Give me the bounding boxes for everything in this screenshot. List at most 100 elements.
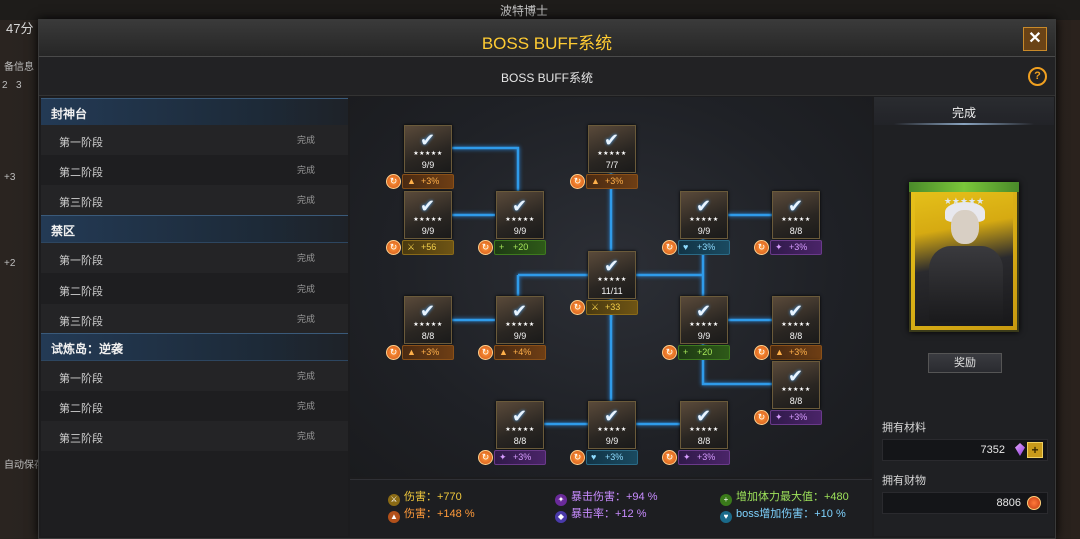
buff-badge: ++20 [494,240,546,255]
buff-badge: ▲+4% [494,345,546,360]
checkmark-icon: ✔ [788,196,804,216]
stat-label: 暴击率：+12 % [571,508,647,520]
refresh-icon[interactable]: ↻ [662,345,677,360]
fire-icon: ▲ [388,511,400,523]
buff-badge: ▲+3% [770,345,822,360]
node-stars: ★★★★★ [597,277,627,283]
buff-value: +3% [421,347,440,357]
stage-item[interactable]: 第二阶段完成 [41,391,348,421]
coin-icon [1027,496,1041,510]
checkmark-icon: ✔ [512,406,528,426]
node-stars: ★★★★★ [413,151,443,157]
refresh-icon[interactable]: ↻ [570,300,585,315]
stage-item[interactable]: 第二阶段完成 [41,155,348,185]
refresh-icon[interactable]: ↻ [570,450,585,465]
buff-type-icon: ▲ [499,347,508,357]
background-top-strip [0,0,1080,20]
node-stars: ★★★★★ [781,322,811,328]
refresh-icon[interactable]: ↻ [754,240,769,255]
wealth-field: 8806 [882,492,1048,514]
background-label: 2 [2,80,8,91]
background-label: +3 [4,172,16,183]
buff-node[interactable]: ✔★★★★★11/11 [588,251,636,299]
node-count: 8/8 [789,396,803,406]
node-count: 9/9 [421,160,435,170]
buff-value: +3% [605,452,624,462]
refresh-icon[interactable]: ↻ [386,240,401,255]
buff-node[interactable]: ✔★★★★★ 9/9 [404,125,452,173]
buff-node[interactable]: ✔★★★★★9/9 [680,191,728,239]
checkmark-icon: ✔ [788,366,804,386]
checkmark-icon: ✔ [420,130,436,150]
buff-node[interactable]: ✔★★★★★8/8 [404,296,452,344]
refresh-icon[interactable]: ↻ [662,240,677,255]
refresh-icon[interactable]: ↻ [386,174,401,189]
buff-node[interactable]: ✔★★★★★8/8 [772,296,820,344]
section-title: 封神台 [51,107,88,121]
background-label: 备信息 [4,62,34,73]
buff-node[interactable]: ✔★★★★★8/8 [496,401,544,449]
node-count: 7/7 [605,160,619,170]
stage-label: 第三阶段 [59,316,103,328]
buff-value: +3% [421,176,440,186]
buff-node[interactable]: ✔★★★★★9/9 [496,296,544,344]
help-icon[interactable]: ? [1028,67,1047,86]
buff-node[interactable]: ✔★★★★★7/7 [588,125,636,173]
buff-badge: ⚔+33 [586,300,638,315]
buff-node[interactable]: ✔★★★★★8/8 [772,191,820,239]
stage-label: 第三阶段 [59,197,103,209]
refresh-icon[interactable]: ↻ [570,174,585,189]
stage-item[interactable]: 第二阶段完成 [41,274,348,304]
stage-label: 第一阶段 [59,373,103,385]
stage-item[interactable]: 第一阶段完成 [41,361,348,391]
buff-type-icon: ✦ [775,412,783,422]
background-label: 自动保存 [4,460,44,471]
section-header[interactable]: 禁区 [41,215,348,243]
checkmark-icon: ✔ [696,196,712,216]
node-count: 9/9 [605,436,619,446]
add-materials-button[interactable]: + [1027,442,1043,458]
section-title: 禁区 [51,224,76,238]
buff-node[interactable]: ✔★★★★★8/8 [680,401,728,449]
node-stars: ★★★★★ [597,151,627,157]
buff-type-icon: ⚔ [591,302,600,312]
reward-button[interactable]: 奖励 [928,353,1002,373]
node-count: 9/9 [513,331,527,341]
stage-label: 第二阶段 [59,286,103,298]
background-label: +2 [4,258,16,269]
buff-node[interactable]: ✔★★★★★8/8 [772,361,820,409]
refresh-icon[interactable]: ↻ [754,345,769,360]
stat-damage: ⚔伤害：+770 [388,488,462,506]
stage-item[interactable]: 第三阶段完成 [41,185,348,215]
stage-item[interactable]: 第一阶段完成 [41,125,348,155]
refresh-icon[interactable]: ↻ [478,345,493,360]
stage-item[interactable]: 第一阶段完成 [41,243,348,273]
refresh-icon[interactable]: ↻ [386,345,401,360]
stage-item[interactable]: 第三阶段完成 [41,304,348,334]
refresh-icon[interactable]: ↻ [478,450,493,465]
section-header[interactable]: 封神台 [41,98,348,126]
buff-badge: ++20 [678,345,730,360]
stage-item[interactable]: 第三阶段完成 [41,421,348,451]
reward-character-card[interactable]: ★★★★★ [909,182,1019,332]
damage-icon: ⚔ [388,494,400,506]
refresh-icon[interactable]: ↻ [478,240,493,255]
refresh-icon[interactable]: ↻ [754,410,769,425]
buff-badge: ▲+3% [402,174,454,189]
completion-title: 完成 [951,106,976,120]
section-header[interactable]: 试炼岛：逆袭 [41,333,348,361]
buff-node[interactable]: ✔★★★★★9/9 [496,191,544,239]
checkmark-icon: ✔ [604,406,620,426]
stat-label: 伤害：+148 % [404,508,475,520]
buff-badge: ✦+3% [494,450,546,465]
checkmark-icon: ✔ [420,301,436,321]
refresh-icon[interactable]: ↻ [662,450,677,465]
buff-node[interactable]: ✔★★★★★9/9 [588,401,636,449]
buff-type-icon: ⚔ [407,242,416,252]
buff-node[interactable]: ✔★★★★★9/9 [680,296,728,344]
buff-type-icon: ✦ [499,452,507,462]
close-icon[interactable]: ✕ [1023,27,1047,51]
buff-node[interactable]: ✔★★★★★9/9 [404,191,452,239]
stat-crit-rate: ◆暴击率：+12 % [555,505,647,523]
stat-crit-damage: ✦暴击伤害：+94 % [555,488,658,506]
